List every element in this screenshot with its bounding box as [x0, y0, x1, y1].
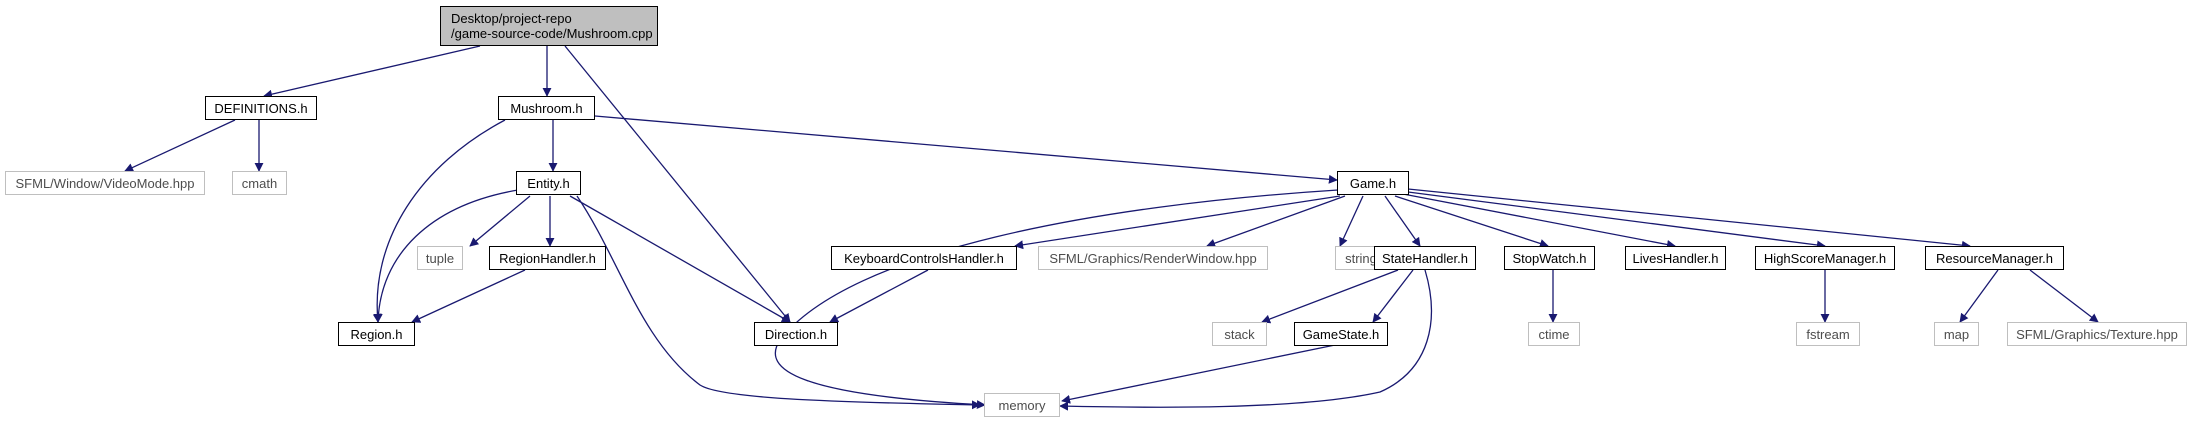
- edge-resource-map: [1959, 269, 1999, 323]
- edge-statehandler-gamestate: [1372, 269, 1414, 323]
- node-stopwatch-h[interactable]: StopWatch.h: [1504, 246, 1595, 270]
- edge-game-resource: [1407, 188, 1971, 250]
- edge-statehandler-stack: [1261, 269, 1399, 324]
- edge-entity-tuple: [469, 195, 531, 247]
- edge-keyboard-direction: [829, 269, 929, 323]
- node-definitions-h[interactable]: DEFINITIONS.h: [205, 96, 317, 120]
- edge-entity-direction: [569, 195, 791, 323]
- edge-definitions-videomode: [124, 119, 236, 172]
- node-keyboard-handler-h[interactable]: KeyboardControlsHandler.h: [831, 246, 1017, 270]
- edge-game-statehandler: [1384, 195, 1421, 247]
- root-path-line2: /game-source-code/Mushroom.cpp: [451, 26, 653, 41]
- node-gamestate-h[interactable]: GameState.h: [1294, 322, 1388, 346]
- edge-entity-region: [373, 189, 519, 323]
- node-cmath: cmath: [232, 171, 287, 195]
- edge-game-renderwindow: [1206, 195, 1346, 248]
- node-entity-h[interactable]: Entity.h: [516, 171, 581, 195]
- node-sfml-renderwindow: SFML/Graphics/RenderWindow.hpp: [1038, 246, 1268, 270]
- node-highscore-manager-h[interactable]: HighScoreManager.h: [1755, 246, 1895, 270]
- node-ctime: ctime: [1528, 322, 1580, 346]
- node-game-h[interactable]: Game.h: [1337, 171, 1409, 195]
- node-regionhandler-h[interactable]: RegionHandler.h: [489, 246, 606, 270]
- node-region-h[interactable]: Region.h: [338, 322, 415, 346]
- edge-game-liveshandler: [1402, 193, 1676, 249]
- edge-game-stopwatch: [1394, 195, 1549, 248]
- node-memory: memory: [984, 393, 1060, 417]
- edge-game-keyboard: [1014, 195, 1341, 250]
- edge-mushroom-region: [372, 119, 506, 323]
- edge-gamestate-memory: [1061, 344, 1336, 404]
- node-resource-manager-h[interactable]: ResourceManager.h: [1925, 246, 2064, 270]
- node-sfml-texture: SFML/Graphics/Texture.hpp: [2007, 322, 2187, 346]
- edge-root-definitions: [263, 45, 481, 99]
- node-sfml-videomode: SFML/Window/VideoMode.hpp: [5, 171, 205, 195]
- node-liveshandler-h[interactable]: LivesHandler.h: [1625, 246, 1726, 270]
- edge-resource-texture: [2029, 269, 2099, 323]
- edge-regionhandler-region: [411, 269, 526, 323]
- edge-entity-memory: [576, 195, 981, 410]
- node-tuple: tuple: [417, 246, 463, 270]
- node-direction-h[interactable]: Direction.h: [754, 322, 838, 346]
- edge-statehandler-memory: [1059, 269, 1432, 411]
- edge-root-direction: [564, 45, 791, 323]
- node-mushroom-cpp[interactable]: Desktop/project-repo /game-source-code/M…: [440, 6, 658, 46]
- node-mushroom-h[interactable]: Mushroom.h: [498, 96, 595, 120]
- edge-mushroom-game: [594, 115, 1338, 184]
- edge-game-memory: [774, 189, 1339, 410]
- node-stack: stack: [1212, 322, 1267, 346]
- node-map: map: [1934, 322, 1979, 346]
- node-fstream: fstream: [1796, 322, 1860, 346]
- edge-game-string: [1339, 195, 1364, 247]
- root-path-line1: Desktop/project-repo: [451, 11, 572, 26]
- node-statehandler-h[interactable]: StateHandler.h: [1374, 246, 1476, 270]
- edge-game-highscore: [1407, 191, 1826, 250]
